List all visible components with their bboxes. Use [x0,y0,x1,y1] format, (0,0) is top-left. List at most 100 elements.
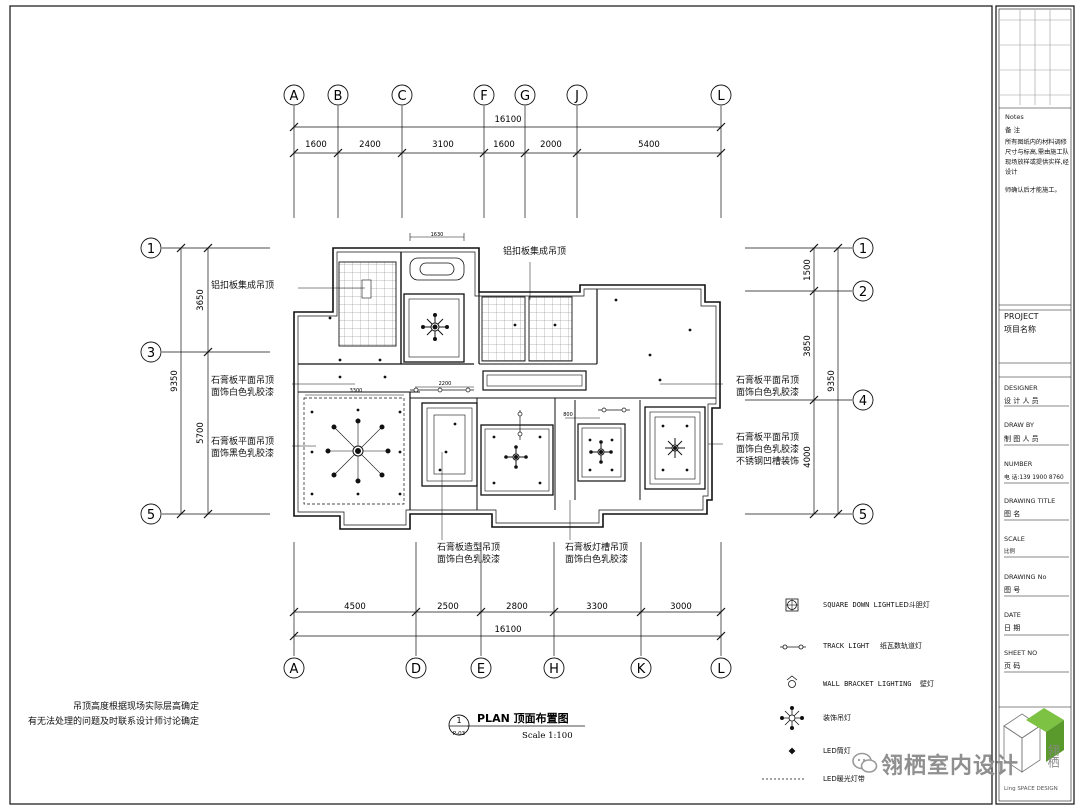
top-grid-label: A [290,89,299,104]
notes-body-2: 师确认后才能施工。 [1005,187,1061,194]
legend-wall-bracket-en: WALL BRACKET LIGHTING [823,680,912,688]
annotation-gypsum-white-1b: 面饰白色乳胶漆 [211,388,275,398]
bottom-grid-bubbles [283,657,732,679]
dim-1630: 1630 [431,232,444,238]
drawby-heading: DRAW BY [1004,421,1034,429]
annotation-leaders [292,262,723,540]
led-downlight-icon [788,747,796,755]
bottom-grid-label: A [290,662,299,677]
date-value: 日 期 [1004,624,1021,632]
annotation-gypsum-shape-b: 面饰白色乳胶漆 [437,555,501,565]
legend-led-downlight-cn: LED筒灯 [823,747,851,755]
note-line-1: 吊顶高度根据现场实际层高确定 [73,702,200,712]
top-grid-bubbles [283,84,732,106]
right-dim: 4000 [803,446,813,468]
bottom-dim: 4500 [344,602,366,612]
dim-800: 800 [563,412,573,418]
scale-value: 比例 [1004,549,1016,555]
left-grid-label: 5 [147,508,155,523]
annotation-gypsum-shape: 石膏板造型吊顶 [437,543,501,553]
annotation-gypsum-steel-b: 面饰白色乳胶漆 [736,445,800,455]
top-grid-label: C [397,89,406,104]
right-grid-label: 4 [859,394,867,409]
plan-num: 1 [456,716,461,725]
ceiling-trays [303,293,706,505]
top-dim: 2400 [359,140,381,150]
notes-heading: Notes [1005,113,1024,121]
square-down-light-icon [785,598,799,612]
bathtub [409,257,465,281]
sheet-no-value: 页 码 [1004,662,1021,670]
bottom-grid-label: D [411,662,421,677]
legend-square-down-light-en: SQUARE DOWN LIGHT [823,601,895,609]
bottom-dim: 2500 [437,602,459,612]
notes-body: 所有图纸内的材料调修尺寸与标高,需由施工队现场放样或提供实样,经设计 [1005,139,1069,176]
notes-heading-cn: 备 注 [1005,126,1021,134]
bottom-grid-label: E [477,662,485,677]
sheet-border [9,5,993,805]
top-dim: 3100 [432,140,454,150]
floor-plan [293,247,721,530]
left-grid-label: 1 [147,242,155,257]
logo-en: Ling SPACE DESIGN [1004,786,1058,792]
annotation-gypsum-black-b: 面饰黑色乳胶漆 [211,449,275,459]
right-grid-label: 5 [859,508,867,523]
legend-track-light-cn: 纸瓦数轨道灯 [880,642,922,650]
left-total-dim: 9350 [170,370,180,392]
top-grid-lines [293,106,722,218]
top-dim: 2000 [540,140,562,150]
drawing-no-value: 图 号 [1004,586,1021,594]
number-heading: NUMBER [1004,460,1033,468]
right-dim: 3850 [803,335,813,357]
date-heading: DATE [1004,611,1021,619]
right-grid-lines [745,247,852,515]
title-block-grid [1000,10,1070,105]
annotation-gypsum-black: 石膏板平面吊顶 [211,437,275,447]
bottom-total-dim: 16100 [494,625,521,635]
annotation-gypsum-white-2: 石膏板平面吊顶 [736,376,800,386]
plan-title-block: 1 P-03 PLAN 顶面布置图 Scale 1:100 [448,711,585,741]
plan-ref: P-03 [453,731,466,737]
number-value: 电 话:139 1900 8760 [1004,475,1064,481]
wall-bracket-light-icon [786,675,798,688]
bottom-dim: 3300 [586,602,608,612]
dim-3300: 3300 [350,388,363,394]
drawing-title-heading: DRAWING TITLE [1004,497,1056,505]
logo-cn: 翎栖 [1046,744,1060,768]
drawing-no-heading: DRAWING No [1004,573,1047,581]
bottom-dim: 3000 [670,602,692,612]
legend-track-light-en: TRACK LIGHT [823,642,870,650]
note-line-2: 有无法处理的问题及时联系设计师讨论确定 [28,717,200,727]
watermark-text: 翎栖室内设计 [881,754,1020,779]
annotation-gypsum-white-2b: 面饰白色乳胶漆 [736,388,800,398]
logo-cube-icon [1003,708,1064,773]
bottom-grid-lines [293,542,722,656]
designer-heading: DESIGNER [1004,384,1038,392]
bottom-grid-label: H [549,662,559,677]
top-grid-label: L [717,89,725,104]
dim-2200: 2200 [439,381,452,387]
top-grid-label: B [334,89,343,104]
top-grid-label: J [574,89,579,104]
plan-scale: Scale 1:100 [522,731,573,741]
scale-heading: SCALE [1004,535,1025,543]
top-dim: 5400 [638,140,660,150]
left-grid-lines [162,247,270,515]
right-grid-bubbles [852,237,874,525]
right-grid-label: 2 [859,285,867,300]
left-grid-label: 3 [147,346,155,361]
chandelier-icon [780,706,804,730]
plan-title: PLAN 顶面布置图 [477,711,569,725]
right-dim: 1500 [803,259,813,281]
track-light-icon [780,644,806,650]
bottom-grid-label: L [717,662,725,677]
designer-value: 设 计 人 员 [1004,397,1039,405]
track-light-icon [410,387,630,440]
sheet-no-heading: SHEET NO [1004,649,1038,657]
project-name: 项目名称 [1004,325,1036,334]
led-downlight-icon [310,298,692,496]
legend-square-down-light-cn: LED斗胆灯 [895,601,930,609]
top-dim: 1600 [305,140,327,150]
legend-led-strip-cn: LED暖光灯带 [823,775,865,783]
